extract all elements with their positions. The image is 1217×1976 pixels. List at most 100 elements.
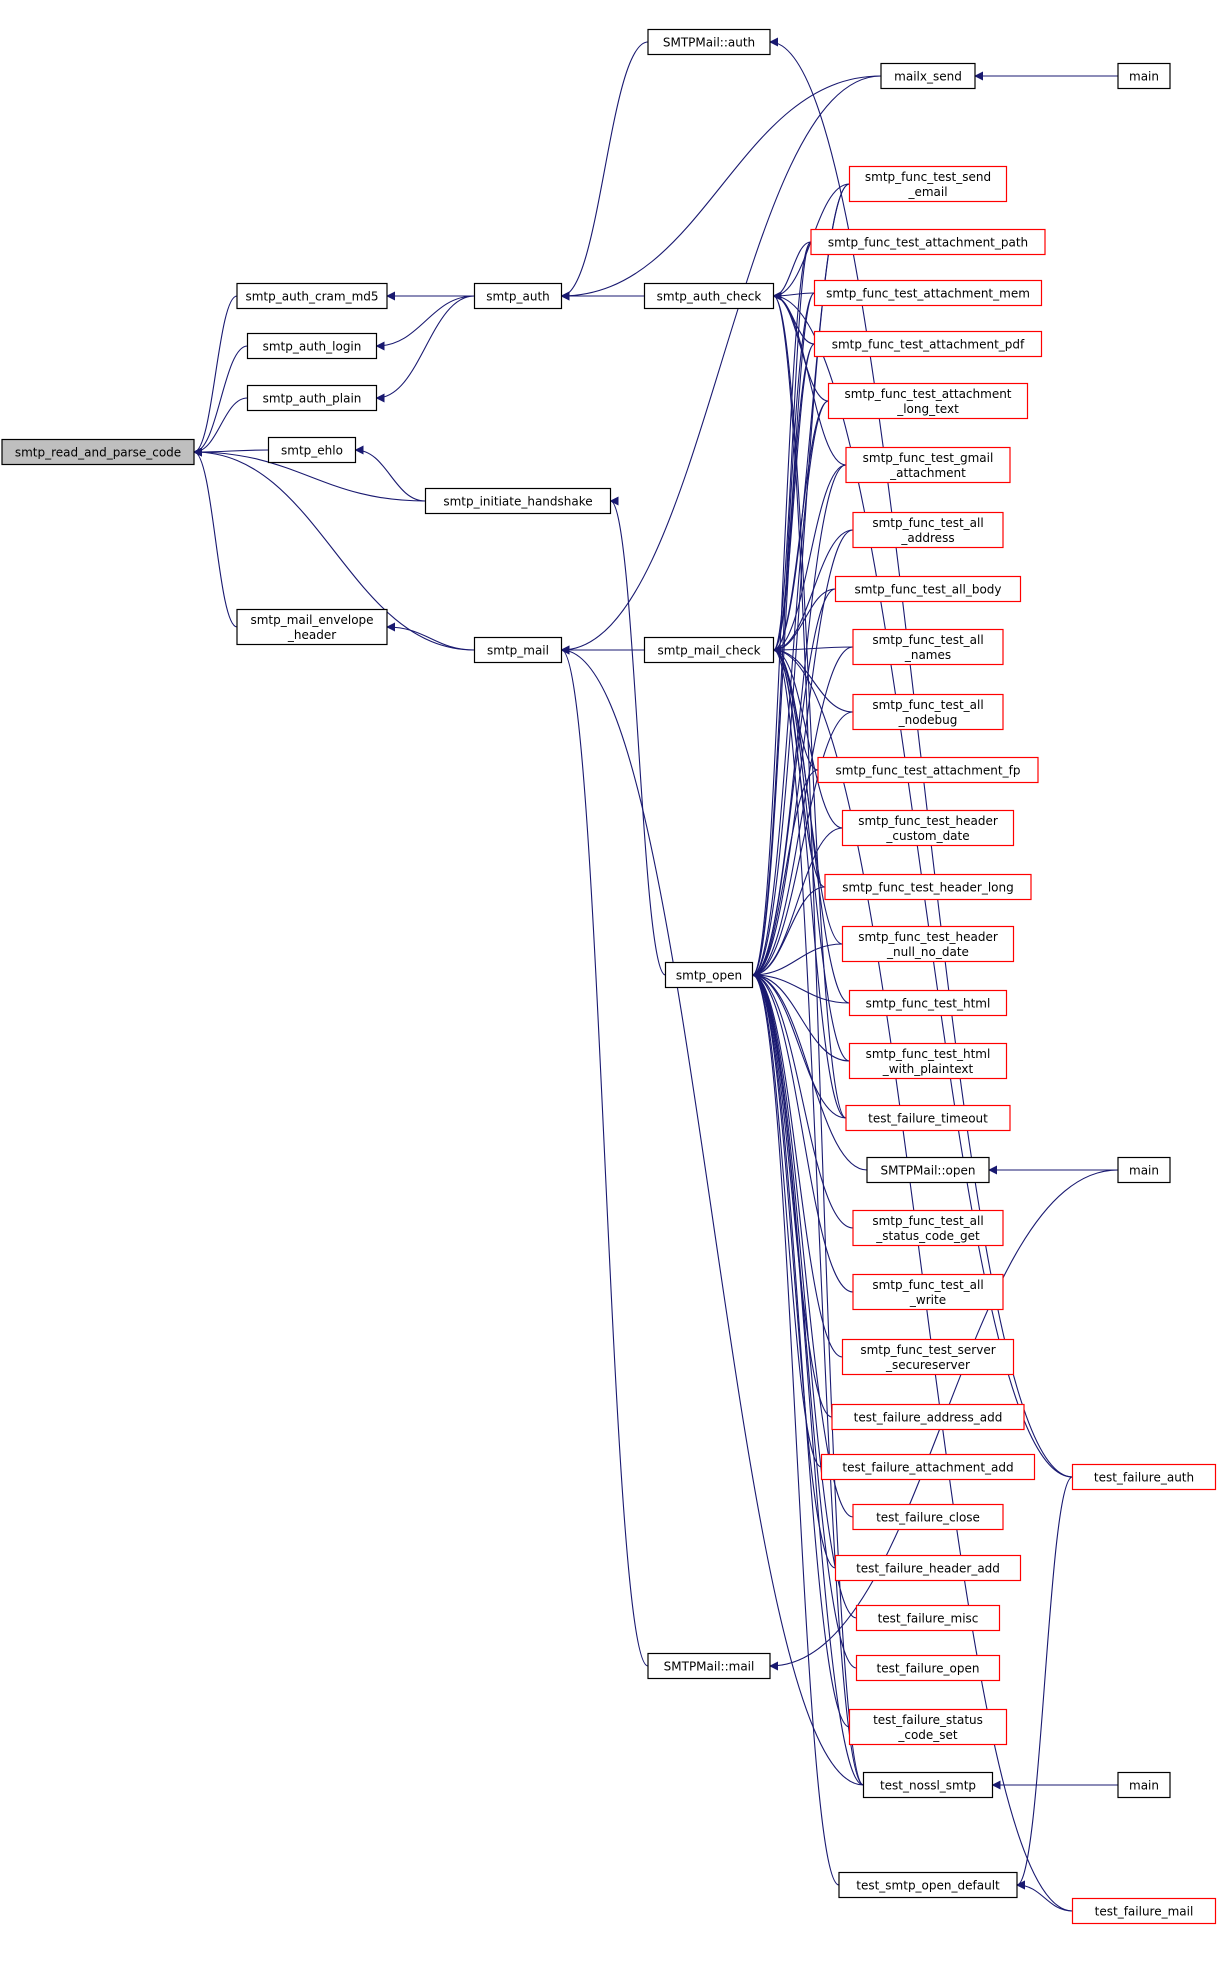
node-box	[1117, 62, 1171, 90]
edge-root-login	[193, 345, 248, 457]
edge-mailcheck-allnames	[772, 645, 854, 655]
node-label: SMTPMail::auth	[663, 36, 755, 50]
node-html[interactable]: smtp_func_test_html	[848, 989, 1008, 1017]
node-label: smtp_func_test_attachment_path	[828, 236, 1028, 250]
node-opendef[interactable]: test_smtp_open_default	[838, 1871, 1018, 1899]
node-attfp[interactable]: smtp_func_test_attachment_fp	[817, 756, 1039, 784]
node-main1[interactable]: main	[1117, 62, 1171, 90]
node-hdrlong[interactable]: smtp_func_test_header_long	[824, 873, 1032, 901]
node-layer: smtp_read_and_parse_code smtp_auth_cram_m…	[1, 28, 1217, 1925]
node-nossl[interactable]: test_nossl_smtp	[862, 1771, 994, 1799]
node-attpdf[interactable]: smtp_func_test_attachment_pdf	[813, 330, 1043, 358]
node-misc[interactable]: test_failure_misc	[855, 1604, 1001, 1632]
node-root[interactable]: smtp_read_and_parse_code	[1, 438, 195, 466]
node-attmem[interactable]: smtp_func_test_attachment_mem	[813, 279, 1043, 307]
edge-open-html	[751, 970, 850, 1004]
node-box	[810, 228, 1046, 256]
node-label: mailx_send	[894, 70, 962, 84]
node-secure[interactable]: smtp_func_test_server_secureserver	[841, 1338, 1015, 1376]
node-fopen[interactable]: test_failure_open	[855, 1654, 1001, 1682]
node-box	[852, 628, 1004, 666]
node-box	[848, 165, 1008, 203]
node-timeout[interactable]: test_failure_timeout	[845, 1104, 1011, 1132]
node-gmail[interactable]: smtp_func_test_gmail_attachment	[845, 446, 1011, 484]
node-authcheck[interactable]: smtp_auth_check	[643, 282, 775, 310]
node-attadd[interactable]: test_failure_attachment_add	[820, 1453, 1036, 1481]
node-handshake[interactable]: smtp_initiate_handshake	[424, 487, 612, 515]
node-label: test_nossl_smtp	[880, 1779, 976, 1793]
node-label: SMTPMail::mail	[664, 1660, 755, 1674]
node-sendemail[interactable]: smtp_func_test_send_email	[848, 165, 1008, 203]
node-box	[838, 1871, 1018, 1899]
node-main3[interactable]: main	[1117, 1771, 1171, 1799]
node-mail[interactable]: smtp_mail	[473, 636, 563, 664]
node-label: smtp_mail	[487, 644, 549, 658]
node-box	[827, 382, 1029, 420]
edge-mailcheck-html	[772, 645, 850, 1004]
node-mmail[interactable]: SMTPMail::mail	[647, 1652, 771, 1680]
node-mopen[interactable]: SMTPMail::open	[866, 1156, 990, 1184]
node-hdradd[interactable]: test_failure_header_add	[834, 1554, 1022, 1582]
node-box	[813, 330, 1043, 358]
node-allnodebug[interactable]: smtp_func_test_all_nodebug	[852, 693, 1004, 731]
node-label: test_failure_mail	[1095, 1905, 1194, 1919]
edge-open-allbody	[751, 588, 836, 980]
node-mailx[interactable]: mailx_send	[880, 62, 976, 90]
node-htmlplain[interactable]: smtp_func_test_html_with_plaintext	[848, 1042, 1008, 1080]
node-label: smtp_func_test_all	[872, 698, 983, 712]
node-label: smtp_func_test_header	[858, 814, 998, 828]
node-box	[236, 608, 388, 646]
node-alladdr[interactable]: smtp_func_test_all_address	[852, 511, 1004, 549]
node-label: test_failure_misc	[878, 1612, 979, 1626]
node-hdrnull[interactable]: smtp_func_test_header_null_no_date	[841, 925, 1015, 963]
edge-open-addradd	[751, 970, 833, 1418]
node-box	[647, 28, 771, 56]
node-auth[interactable]: smtp_auth	[473, 282, 563, 310]
node-cram[interactable]: smtp_auth_cram_md5	[236, 282, 388, 310]
node-box	[845, 446, 1011, 484]
node-statusget[interactable]: smtp_func_test_all_status_code_get	[852, 1209, 1004, 1247]
node-box	[1071, 1897, 1217, 1925]
node-open[interactable]: smtp_open	[664, 961, 754, 989]
node-envelope[interactable]: smtp_mail_envelope_header	[236, 608, 388, 646]
node-label: _write	[909, 1293, 946, 1307]
edge-mailcheck-htmlplain	[772, 645, 850, 1062]
edge-open-htmlplain	[751, 970, 850, 1062]
edge-open-attpdf	[751, 343, 815, 980]
node-box	[852, 1503, 1004, 1531]
node-hdrcustom[interactable]: smtp_func_test_header_custom_date	[841, 809, 1015, 847]
node-statusset[interactable]: test_failure_status_code_set	[848, 1708, 1008, 1746]
node-allnames[interactable]: smtp_func_test_all_names	[852, 628, 1004, 666]
node-mauth[interactable]: SMTPMail::auth	[647, 28, 771, 56]
node-label: test_failure_attachment_add	[842, 1461, 1013, 1475]
node-label: _attachment	[889, 466, 966, 480]
node-fauth[interactable]: test_failure_auth	[1071, 1463, 1217, 1491]
node-label: _names	[904, 648, 951, 662]
node-plain[interactable]: smtp_auth_plain	[246, 384, 378, 412]
node-box	[852, 1209, 1004, 1247]
node-label: smtp_func_test_attachment	[844, 387, 1011, 401]
node-login[interactable]: smtp_auth_login	[246, 332, 378, 360]
edge-open-allnodebug	[751, 711, 854, 980]
node-close[interactable]: test_failure_close	[852, 1503, 1004, 1531]
node-ehlo[interactable]: smtp_ehlo	[267, 436, 357, 464]
node-box	[473, 636, 563, 664]
node-box	[1, 438, 195, 466]
node-label: smtp_func_test_attachment_fp	[836, 764, 1021, 778]
node-label: _custom_date	[885, 829, 969, 843]
node-label: smtp_func_test_send	[865, 170, 991, 184]
node-label: main	[1129, 1164, 1159, 1178]
edge-open-opendef	[751, 970, 840, 1886]
node-allbody[interactable]: smtp_func_test_all_body	[834, 575, 1022, 603]
node-attlong[interactable]: smtp_func_test_attachment_long_text	[827, 382, 1029, 420]
node-mailcheck[interactable]: smtp_mail_check	[643, 636, 775, 664]
node-main2[interactable]: main	[1117, 1156, 1171, 1184]
edge-auth-mailx	[560, 75, 882, 301]
node-box	[1117, 1156, 1171, 1184]
node-label: smtp_auth_check	[657, 290, 762, 304]
node-addradd[interactable]: test_failure_address_add	[831, 1403, 1025, 1431]
node-attpath[interactable]: smtp_func_test_attachment_path	[810, 228, 1046, 256]
node-fmail[interactable]: test_failure_mail	[1071, 1897, 1217, 1925]
node-label: smtp_func_test_html	[866, 997, 991, 1011]
node-allwrite[interactable]: smtp_func_test_all_write	[852, 1273, 1004, 1311]
